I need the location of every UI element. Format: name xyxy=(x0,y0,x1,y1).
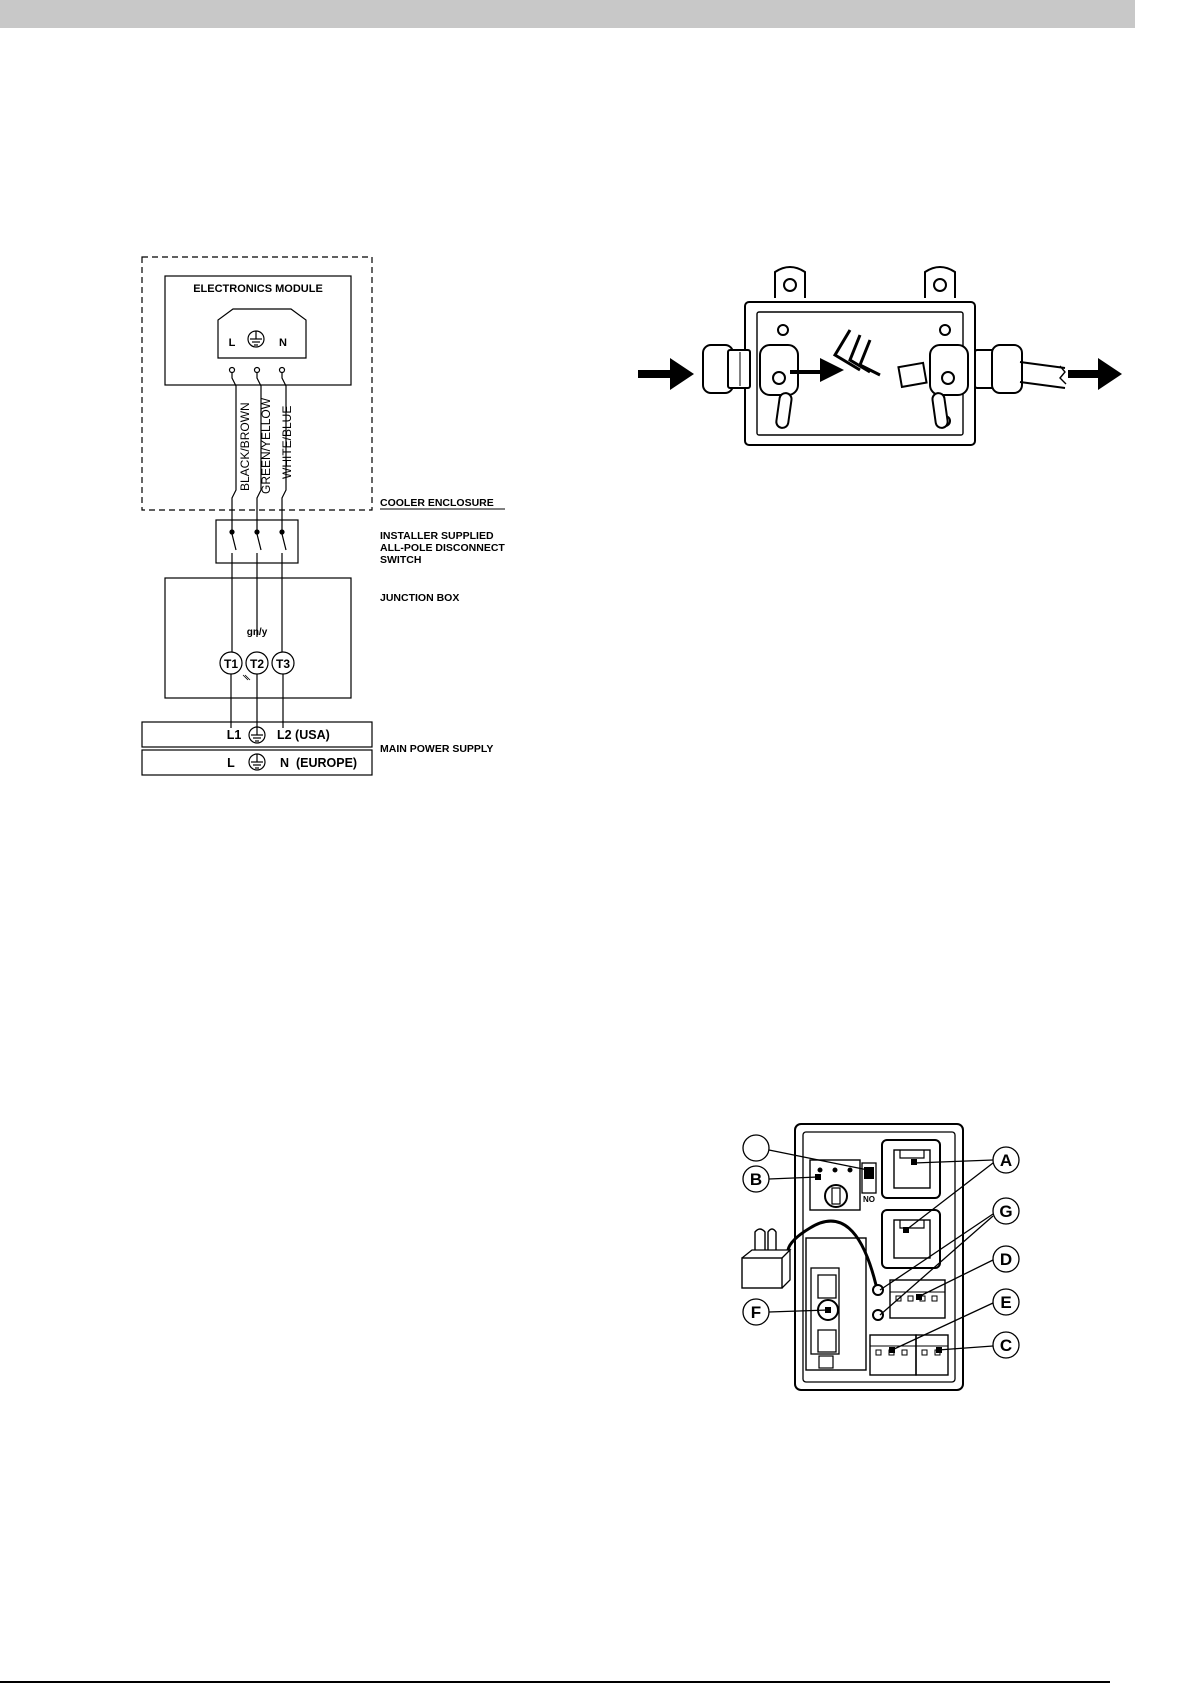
supply-usa-left: L1 xyxy=(227,728,242,742)
supply-europe-right: N (EUROPE) xyxy=(280,756,357,770)
main-power-supply-label: MAIN POWER SUPPLY xyxy=(380,743,493,755)
electronics-module-title: ELECTRONICS MODULE xyxy=(193,283,323,295)
junction-box-illustration xyxy=(703,267,1066,445)
terminal-t1-label: T1 xyxy=(224,657,238,671)
footer-rule xyxy=(0,1681,1110,1683)
supply-europe-left: L xyxy=(227,756,235,770)
junction-box xyxy=(165,578,351,698)
wire-label-black-brown: BLACK/BROWN xyxy=(238,402,252,491)
supply-usa-right: L2 (USA) xyxy=(277,728,330,742)
wire-black-brown xyxy=(232,373,236,530)
wire-label-green-yellow: GREEN/YELLOW xyxy=(259,397,273,494)
callout-g: G xyxy=(999,1202,1012,1221)
module-terminal-l: L xyxy=(229,337,236,349)
junction-box-label: JUNCTION BOX xyxy=(380,592,459,604)
callout-f: F xyxy=(751,1303,761,1322)
switch-label-line-1: INSTALLER SUPPLIED xyxy=(380,530,494,542)
callout-c: C xyxy=(1000,1336,1012,1355)
ground-wire-label: gn/y xyxy=(247,627,268,638)
wiring-diagram xyxy=(142,257,505,775)
callout-a: A xyxy=(1000,1151,1012,1170)
switch-marking: NO xyxy=(863,1195,875,1204)
wire-label-white-blue: WHITE/BLUE xyxy=(280,406,294,479)
switch-label-line-3: SWITCH xyxy=(380,554,421,566)
cooler-enclosure-label: COOLER ENCLOSURE xyxy=(380,497,494,509)
module-terminal-n: N xyxy=(279,337,287,349)
callout-b: B xyxy=(750,1170,762,1189)
callout-d: D xyxy=(1000,1250,1012,1269)
supply-usa-ground-icon xyxy=(249,727,265,743)
arrow-out-icon xyxy=(1068,358,1122,390)
switch-label-line-2: ALL-POLE DISCONNECT xyxy=(380,542,505,554)
supply-europe-ground-icon xyxy=(249,754,265,770)
module-ground-icon xyxy=(248,331,264,347)
arrow-in-icon xyxy=(638,358,694,390)
callout-e: E xyxy=(1000,1293,1011,1312)
terminal-t2-label: T2 xyxy=(250,657,264,671)
terminal-t3-label: T3 xyxy=(276,657,290,671)
